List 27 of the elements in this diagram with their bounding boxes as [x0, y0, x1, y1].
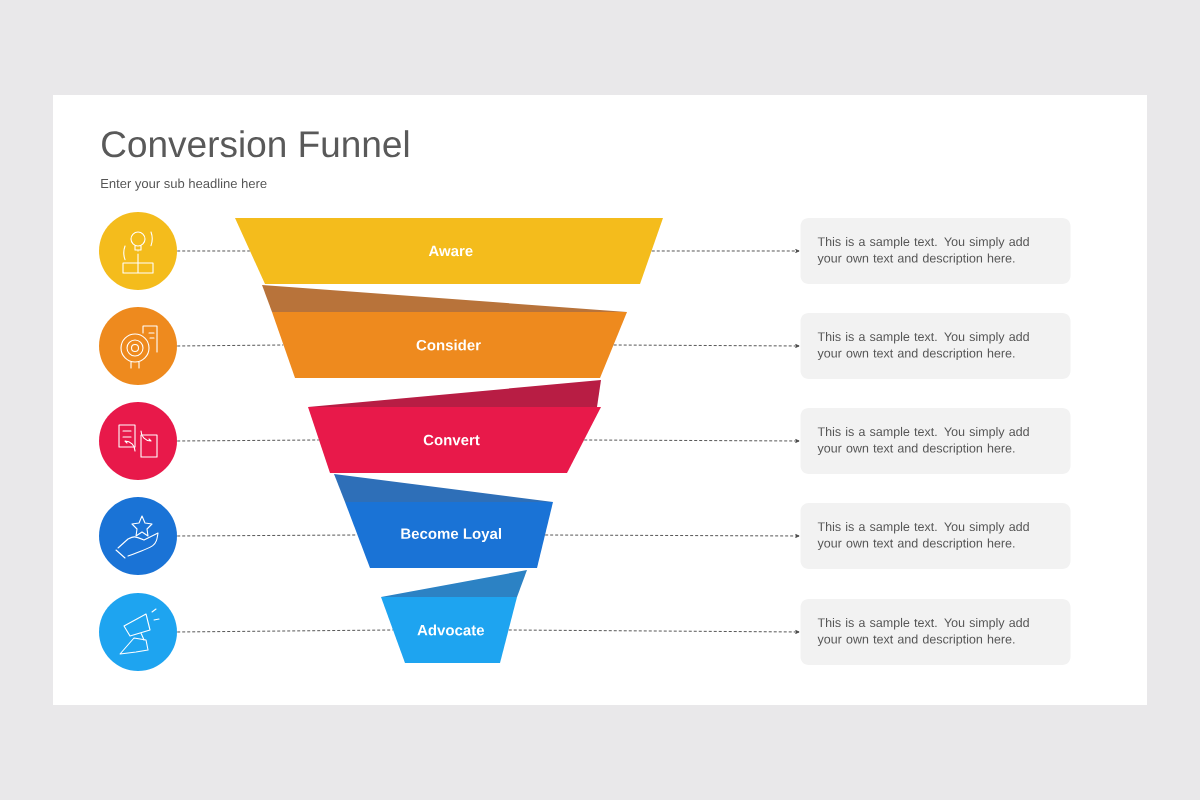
connector-line — [544, 534, 800, 538]
funnel-band: Advocate — [381, 570, 527, 663]
text-card: This is a sample text. You simply add your own text and description here. — [800, 313, 1071, 379]
icon-circle — [99, 212, 177, 290]
title: Conversion Funnel — [102, 130, 409, 158]
connector-line — [583, 439, 800, 443]
icon-circle — [99, 497, 177, 575]
connector-line — [176, 534, 358, 537]
funnel-band: Convert — [308, 380, 601, 473]
text-card: This is a sample text. You simply add your own text and description here. — [800, 503, 1071, 569]
text-card: This is a sample text. You simply add your own text and description here. — [800, 599, 1071, 665]
connector-line — [176, 439, 320, 442]
text-card: This is a sample text. You simply add your own text and description here. — [800, 218, 1071, 284]
connector-line — [508, 629, 800, 634]
icon-circle — [99, 307, 177, 385]
funnel-band: Become Loyal — [334, 474, 553, 568]
funnel-band: Aware — [235, 218, 663, 284]
connector-line — [651, 249, 800, 253]
connector-line — [176, 344, 284, 347]
funnel-band: Consider — [262, 285, 627, 378]
subtitle: Enter your sub headline here — [101, 178, 267, 191]
connector-line — [176, 250, 251, 252]
text-card: This is a sample text. You simply add your own text and description here. — [800, 408, 1071, 474]
icon-circle — [99, 402, 177, 480]
connector-line — [176, 629, 394, 633]
icon-circle — [99, 593, 177, 671]
connector-line — [613, 344, 800, 348]
